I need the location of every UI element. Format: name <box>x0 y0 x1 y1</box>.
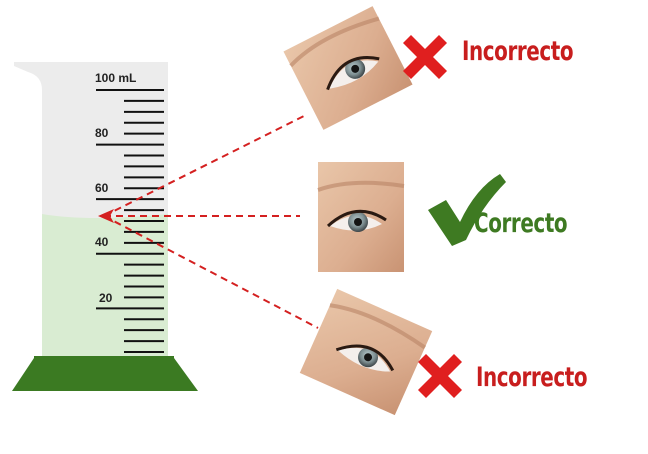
scale-ticks <box>96 89 164 353</box>
scale-label-80: 80 <box>95 126 109 140</box>
sight-line-below <box>103 215 319 329</box>
unit-label: 100 mL <box>95 71 136 85</box>
cross-icon <box>403 35 447 79</box>
sight-lines <box>103 115 319 329</box>
graduated-cylinder: 100 mL 80 60 40 20 <box>12 62 198 391</box>
eye-photo-middle <box>317 162 405 272</box>
label-incorrect-top: Incorrecto <box>462 36 574 67</box>
cross-icon <box>418 354 462 398</box>
label-incorrect-bottom: Incorrecto <box>476 362 588 393</box>
scale-label-20: 20 <box>99 291 113 305</box>
scale-label-40: 40 <box>95 235 109 249</box>
eye-photo-bottom <box>299 288 433 416</box>
check-icon <box>428 174 506 246</box>
scale-label-60: 60 <box>95 181 109 195</box>
cylinder-foot <box>12 358 198 391</box>
liquid <box>42 214 168 356</box>
arrowhead-icon <box>98 209 114 223</box>
eye-photo-top <box>283 6 413 130</box>
sight-line-above <box>103 115 305 217</box>
label-correct: Correcto <box>474 208 568 239</box>
